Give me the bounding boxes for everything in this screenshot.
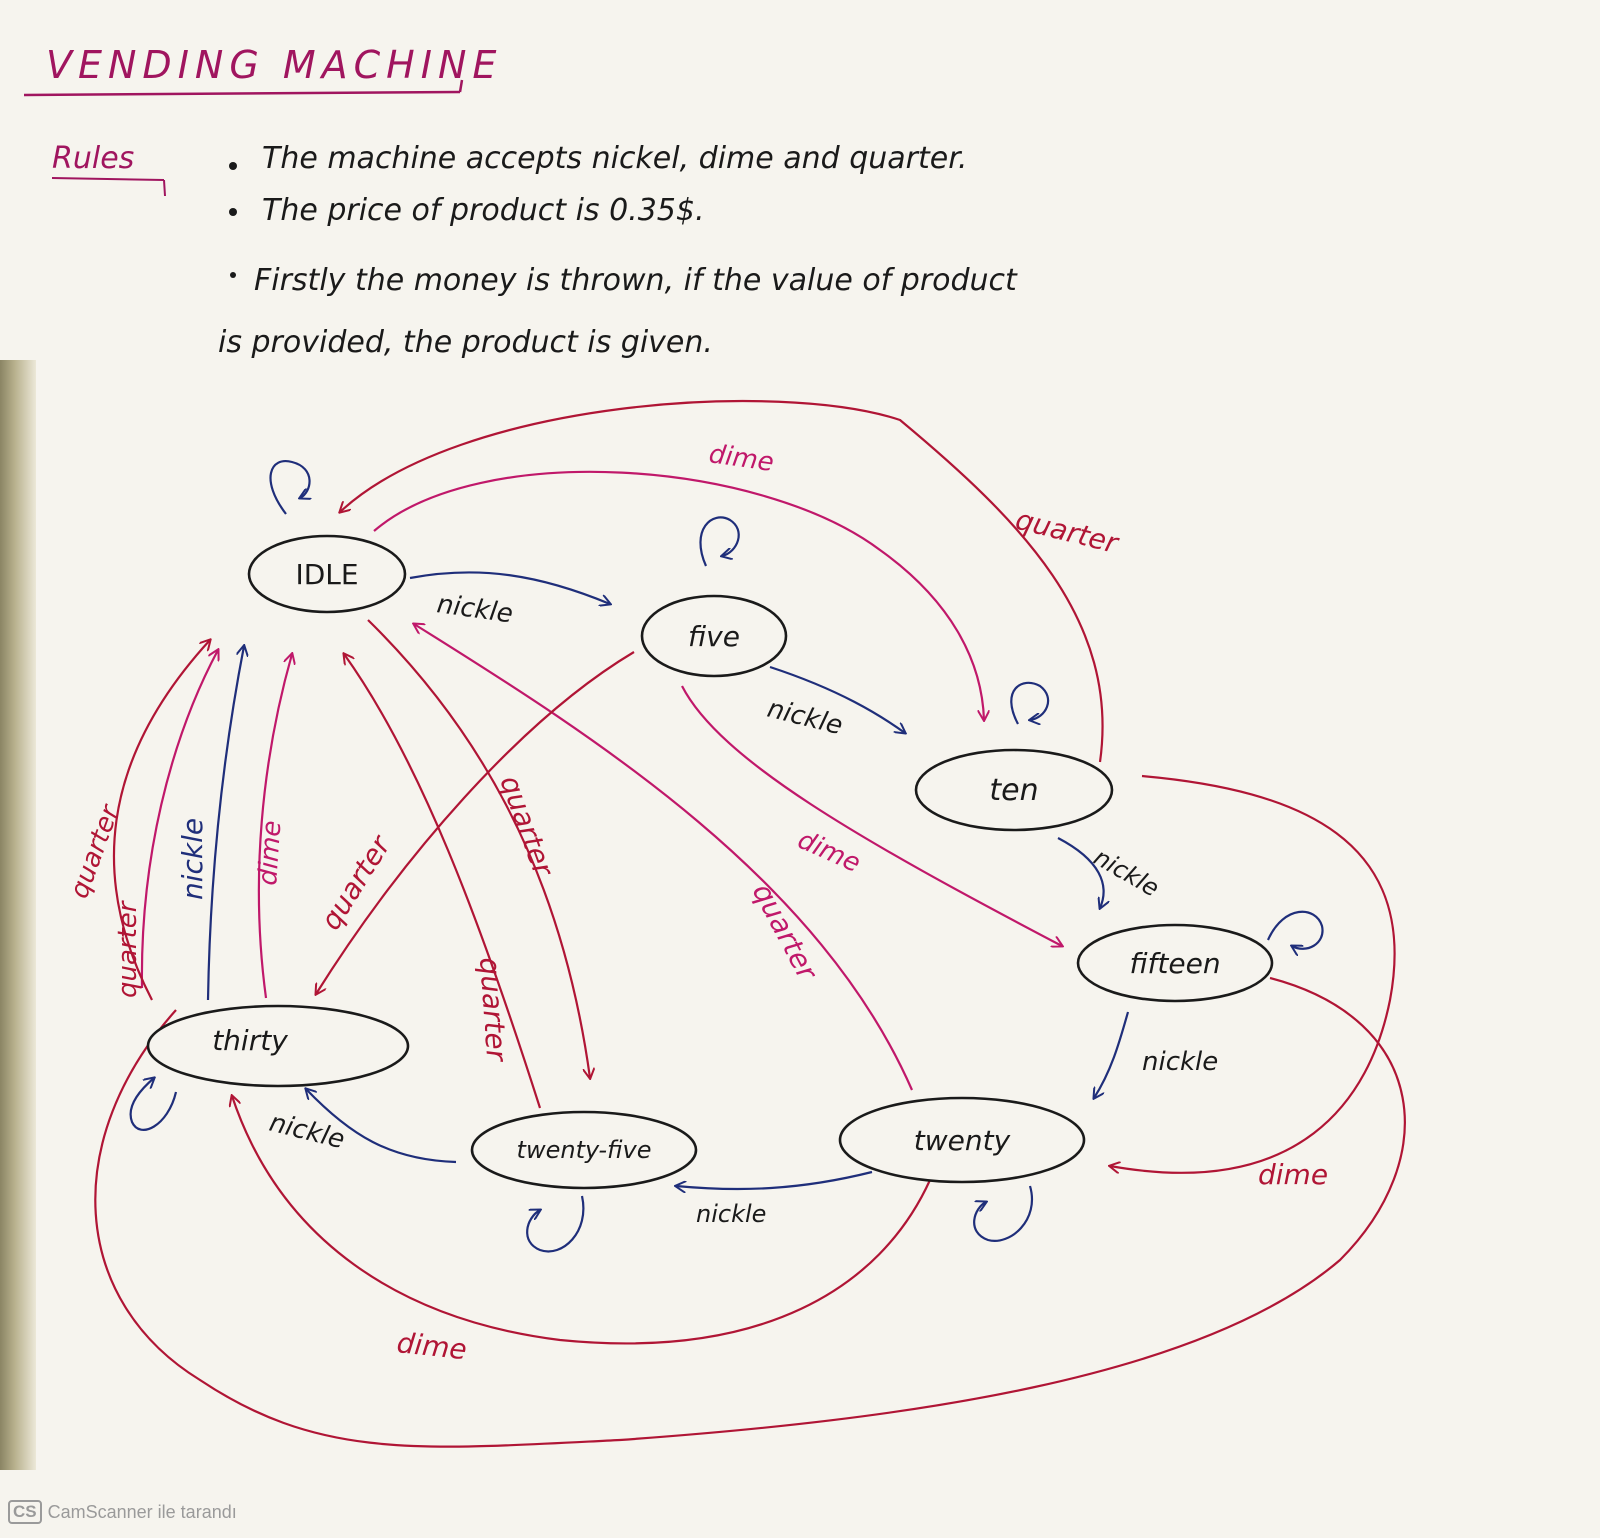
selfloop-ten	[1010, 681, 1050, 724]
rule-bullet-2	[229, 208, 237, 216]
label-idle-ten-dime: dime	[707, 439, 776, 478]
state-fifteen-label: fifteen	[1129, 947, 1220, 980]
label-ten-fifteen: nickle	[1089, 843, 1164, 902]
rule-bullet-1	[229, 162, 237, 170]
edge-thirty-idle-dime	[257, 654, 292, 999]
edge-idle-five	[409, 571, 610, 604]
label-thirty-idle-quarter-inner: quarter	[113, 899, 143, 998]
state-five: five	[640, 594, 788, 678]
state-twentyfive: twenty-five	[470, 1110, 698, 1190]
selfloop-five	[699, 516, 740, 567]
rule-item-3: Firstly the money is thrown, if the valu…	[254, 263, 1018, 298]
label-idle-five: nickle	[435, 589, 515, 629]
scanner-watermark: CS CamScanner ile tarandı	[8, 1500, 237, 1524]
scanner-watermark-text: CamScanner ile tarandı	[47, 1501, 237, 1522]
edge-twenty-thirty-dime	[232, 1096, 932, 1345]
label-idle-twentyfive-quarter: quarter	[493, 771, 560, 881]
scan-edge-strip	[0, 360, 36, 1470]
rules-underline	[51, 177, 165, 181]
state-ten: ten	[914, 748, 1114, 832]
edge-five-ten	[769, 665, 905, 733]
rule-item-2: The price of product is 0.35$.	[262, 193, 705, 228]
camscanner-logo-icon: CS	[8, 1500, 42, 1524]
state-idle: IDLE	[247, 534, 407, 614]
edge-twenty-idle-quarter	[414, 624, 914, 1091]
rules-label: Rules	[52, 141, 134, 176]
edge-idle-ten-dime	[373, 470, 984, 720]
state-twentyfive-label: twenty-five	[517, 1136, 652, 1164]
label-thirty-idle-dime: dime	[253, 819, 287, 886]
page-title: VENDING MACHINE	[46, 43, 502, 87]
label-fifteen-twenty: nickle	[1142, 1047, 1218, 1077]
selfloop-twentyfive	[526, 1195, 585, 1253]
label-twenty-idle-quarter: quarter	[746, 878, 825, 987]
selfloop-thirty	[129, 1078, 178, 1131]
label-twentyfive-idle-quarter: quarter	[473, 956, 513, 1063]
label-ten-idle-quarter: quarter	[1012, 503, 1122, 561]
rule-item-1: The machine accepts nickel, dime and qua…	[262, 141, 967, 176]
edge-five-fifteen-dime	[681, 685, 1062, 946]
selfloop-twenty	[973, 1185, 1033, 1242]
label-ten-twenty-dime: dime	[1258, 1158, 1328, 1191]
label-five-thirty-quarter: quarter	[314, 829, 398, 936]
edge-ten-fifteen	[1057, 837, 1104, 908]
edge-thirty-idle-quarter-outer	[94, 976, 1406, 1448]
edge-thirty-idle-quarter-outer-b	[112, 640, 210, 1001]
edge-ten-idle-quarter	[340, 399, 1104, 763]
edge-thirty-idle-nickle	[206, 646, 244, 1001]
label-twenty-twentyfive: nickle	[696, 1200, 766, 1228]
edge-thirty-idle-quarter-inner	[140, 650, 218, 989]
edge-twentyfive-idle-quarter	[344, 654, 542, 1109]
label-five-ten: nickle	[764, 694, 845, 742]
selfloop-idle	[269, 459, 310, 515]
label-twenty-thirty-dime: dime	[395, 1326, 468, 1366]
edge-ten-twenty-dime	[1110, 774, 1396, 1174]
edge-fifteen-twenty	[1094, 1011, 1130, 1098]
label-five-fifteen-dime: dime	[793, 825, 865, 879]
title-underline-tick	[458, 79, 464, 93]
label-twentyfive-thirty: nickle	[266, 1108, 347, 1156]
state-idle-label: IDLE	[295, 558, 358, 591]
label-thirty-idle-nickle: nickle	[176, 818, 209, 900]
edge-five-thirty-quarter	[316, 651, 635, 994]
state-thirty-label: thirty	[212, 1024, 288, 1057]
rules-underline-tick	[163, 179, 166, 197]
title-underline	[23, 90, 461, 97]
state-twenty-label: twenty	[914, 1124, 1011, 1157]
edge-idle-twentyfive-quarter	[367, 619, 590, 1078]
rule-bullet-3	[230, 272, 236, 278]
label-thirty-idle-quarter-outer: quarter	[64, 799, 126, 902]
state-ten-label: ten	[989, 773, 1038, 808]
selfloop-fifteen	[1266, 910, 1324, 949]
state-thirty: thirty	[146, 1004, 410, 1088]
rule-item-4: is provided, the product is given.	[218, 325, 713, 360]
state-fifteen: fifteen	[1076, 923, 1274, 1003]
edge-twenty-twentyfive	[676, 1170, 873, 1189]
state-twenty: twenty	[838, 1096, 1086, 1184]
edge-twentyfive-thirty	[306, 1089, 457, 1164]
state-five-label: five	[688, 620, 740, 653]
